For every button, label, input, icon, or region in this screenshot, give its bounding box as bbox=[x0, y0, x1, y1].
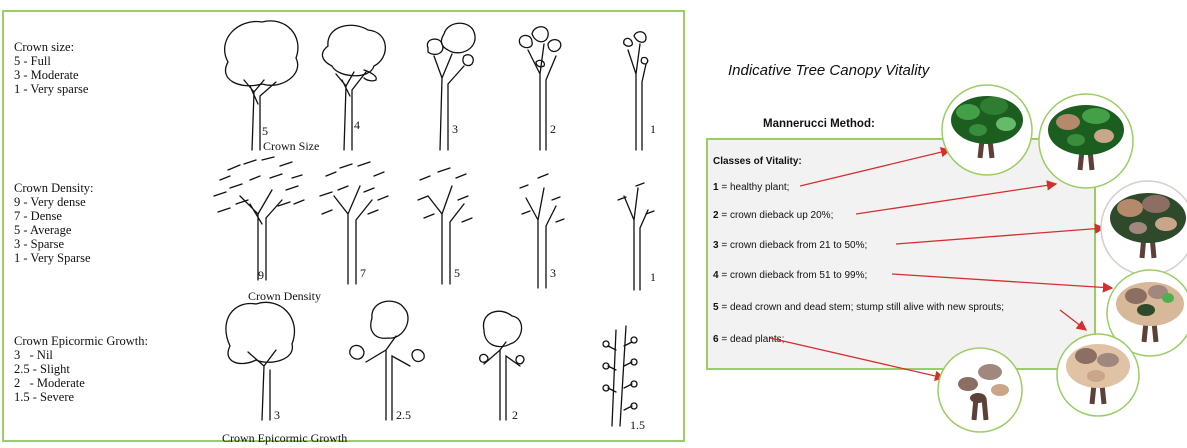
arrow-class-3 bbox=[896, 228, 1104, 244]
vitality-tree-2 bbox=[1039, 94, 1133, 188]
vitality-tree-5 bbox=[1057, 334, 1139, 416]
arrow-class-6 bbox=[770, 338, 944, 378]
arrow-class-2 bbox=[856, 184, 1056, 214]
vitality-tree-3 bbox=[1101, 181, 1187, 275]
arrow-class-4 bbox=[892, 274, 1112, 288]
arrow-class-5 bbox=[1060, 310, 1086, 330]
arrow-class-1 bbox=[800, 150, 950, 186]
vitality-tree-6 bbox=[938, 348, 1022, 432]
vitality-tree-1 bbox=[942, 85, 1032, 175]
